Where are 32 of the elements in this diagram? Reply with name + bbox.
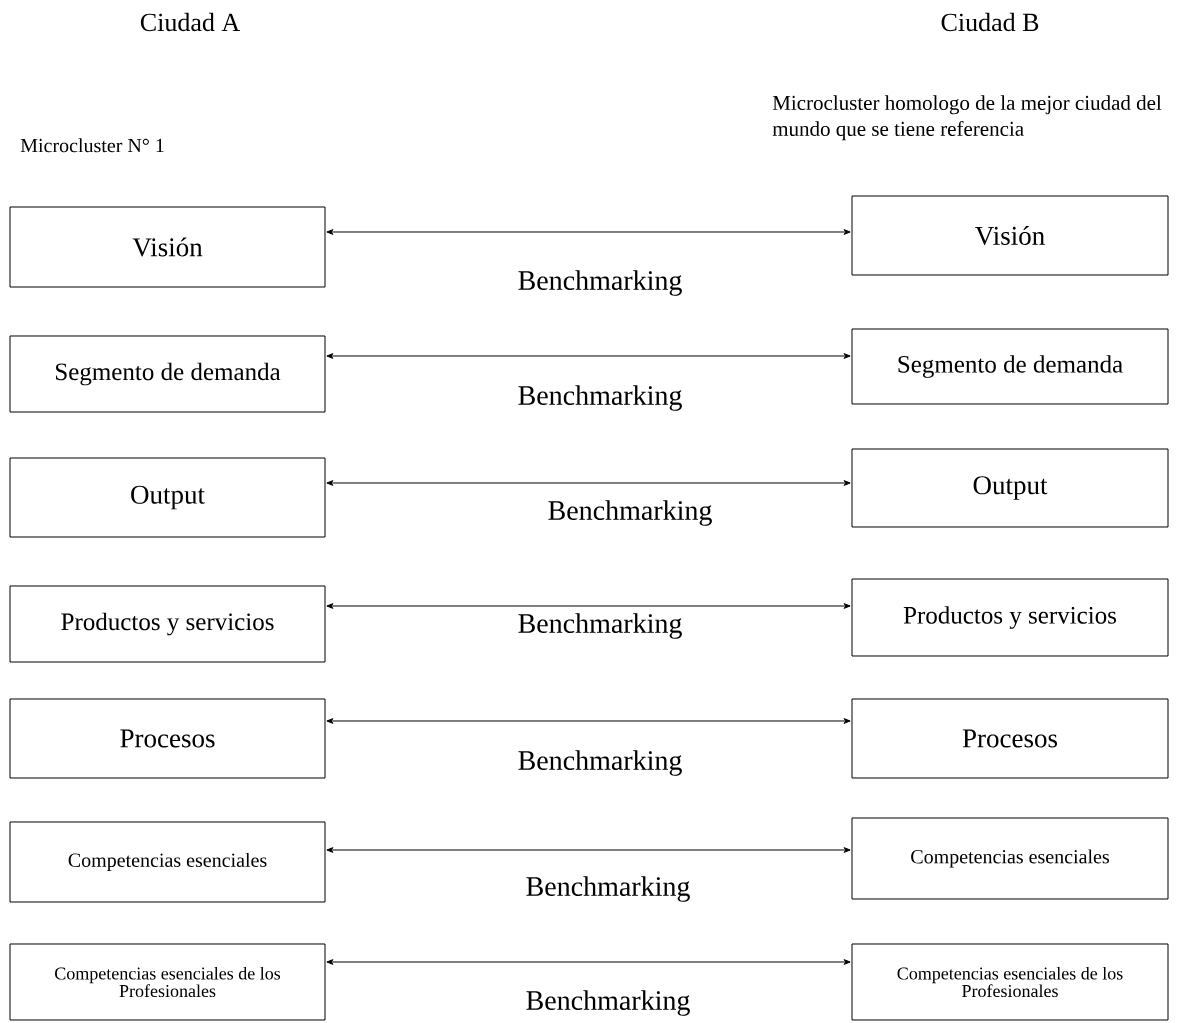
edge-label: Benchmarking xyxy=(516,612,684,640)
text-box: Visión xyxy=(9,206,326,288)
heading-text: Ciudad A xyxy=(140,12,240,32)
text-box: Competencias esenciales de los Profesionales xyxy=(9,943,326,1021)
text-box: Competencias esenciales de los Profesionales xyxy=(851,943,1169,1021)
heading-text: Ciudad B xyxy=(941,12,1039,32)
double-arrow xyxy=(326,847,851,853)
text-box: Productos y servicios xyxy=(851,578,1169,657)
text-box: Procesos xyxy=(851,698,1169,779)
edge-label: Benchmarking xyxy=(516,384,684,412)
heading-text: Microcluster homologo de la mejor ciudad del mundo que se tiene referencia xyxy=(772,95,1162,141)
heading-text: Microcluster N° 1 xyxy=(20,138,164,153)
text-box: Procesos xyxy=(9,698,326,779)
text-box: Output xyxy=(851,448,1169,528)
text-box: Productos y servicios xyxy=(9,585,326,663)
text-box: Competencias esenciales xyxy=(851,817,1169,900)
text-box: Segmento de demanda xyxy=(9,335,326,413)
double-arrow xyxy=(326,603,851,609)
text-box: Visión xyxy=(851,195,1169,276)
edge-label: Benchmarking xyxy=(524,989,692,1017)
double-arrow xyxy=(326,353,851,359)
text-box: Output xyxy=(9,457,326,538)
text-box: Competencias esenciales xyxy=(9,821,326,903)
double-arrow xyxy=(326,718,851,724)
double-arrow xyxy=(326,229,851,235)
edge-label: Benchmarking xyxy=(524,875,692,903)
edge-label: Benchmarking xyxy=(516,749,684,777)
double-arrow xyxy=(326,480,851,486)
edge-label: Benchmarking xyxy=(546,499,714,527)
edge-label: Benchmarking xyxy=(516,269,684,297)
text-box: Segmento de demanda xyxy=(851,328,1169,405)
double-arrow xyxy=(326,959,851,965)
